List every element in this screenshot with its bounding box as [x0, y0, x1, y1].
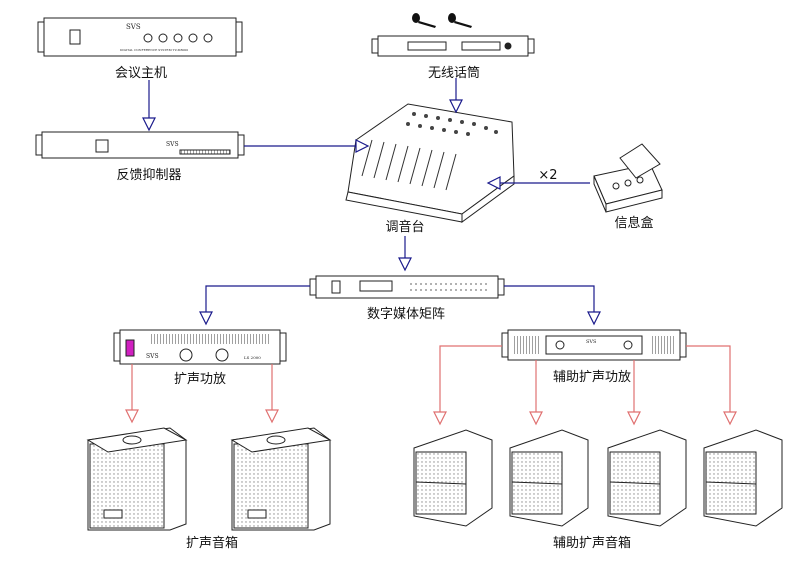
main-amp-device: SVS LS 2000: [113, 329, 287, 365]
arrow-matrix-to-main-amp: [205, 285, 310, 312]
arrow-matrix-to-aux-amp: [504, 285, 595, 312]
aux-speaker-2: [509, 429, 589, 527]
aux-speakers-label: 辅助扩声音箱: [552, 536, 632, 551]
main-speaker-left: [86, 427, 188, 531]
flow-arrows: [142, 78, 601, 326]
host-brand-text: SVS: [126, 23, 141, 31]
conference-host-label: 会议主机: [114, 66, 168, 81]
digital-matrix-device: [309, 275, 505, 299]
aux-amp-brand-text: SVS: [586, 339, 597, 345]
main-amp-label: 扩声功放: [173, 372, 227, 387]
aux-amp-label: 辅助扩声功放: [552, 370, 632, 385]
aux-speaker-3: [607, 429, 687, 527]
digital-matrix-label: 数字媒体矩阵: [366, 307, 446, 322]
aux-amp-device: SVS: [501, 329, 687, 361]
host-model-text: DIGITAL CONFERENCE SYSTEM TV-M8000: [120, 48, 188, 52]
aux-speaker-1: [413, 429, 493, 527]
mixer-label: 调音台: [385, 220, 425, 235]
wireless-mic-label: 无线话筒: [427, 66, 481, 81]
wireless-mic-device: [371, 35, 535, 57]
arrow-aux-amp-to-speaker-1: [439, 345, 502, 412]
conference-host-device: SVS DIGITAL CONFERENCE SYSTEM TV-M8000: [37, 17, 243, 57]
info-box-label: 信息盒: [614, 216, 654, 231]
feedback-suppressor-device: SVS: [35, 131, 245, 159]
aux-speaker-4: [703, 429, 783, 527]
main-speaker-right: [230, 427, 332, 531]
arrow-aux-amp-to-speaker-4: [686, 345, 731, 412]
suppressor-brand-text: SVS: [166, 141, 179, 148]
amp-brand-text: SVS: [146, 353, 159, 360]
feedback-suppressor-label: 反馈抑制器: [116, 168, 182, 183]
amp-model-text: LS 2000: [244, 355, 261, 360]
info-box-device: [593, 143, 663, 213]
speaker-arrows: [125, 345, 737, 426]
main-speakers-label: 扩声音箱: [185, 536, 239, 551]
microphone-icon: [412, 13, 472, 28]
times-two-label: ×2: [538, 168, 558, 183]
mixer-device: [345, 103, 515, 223]
